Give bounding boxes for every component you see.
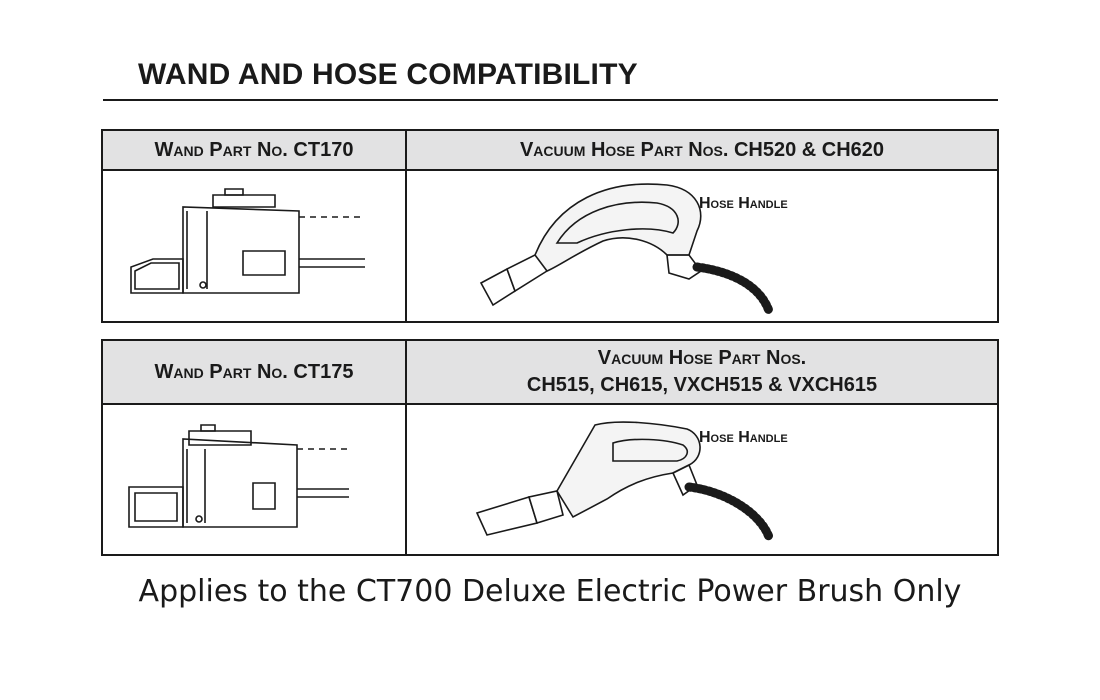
- table-illustration-row: Hose Handle: [101, 403, 999, 556]
- hose-illustration-cell: Hose Handle: [405, 403, 999, 556]
- wand-illustration-cell: [101, 403, 407, 556]
- hose-header-line-2: CH515, CH615, VXCH515 & VXCH615: [526, 374, 878, 396]
- table-illustration-row: Hose Handle: [101, 169, 999, 323]
- hose-handle-ch515-illustration: [475, 421, 774, 542]
- hose-handle-label: Hose Handle: [699, 429, 788, 446]
- table-header-row: Wand Part No. CT170 Vacuum Hose Part Nos…: [101, 129, 999, 171]
- wand-ct175-illustration: [128, 424, 349, 528]
- compatibility-table-1: Wand Part No. CT170 Vacuum Hose Part Nos…: [101, 129, 999, 323]
- hose-handle-ch520-illustration: [479, 183, 774, 316]
- wand-header: Wand Part No. CT175: [101, 339, 407, 405]
- footer-note: Applies to the CT700 Deluxe Electric Pow…: [138, 574, 962, 609]
- wand-illustration-cell: [101, 169, 407, 323]
- page-title: WAND AND HOSE COMPATIBILITY: [138, 58, 638, 91]
- title-underline: [103, 99, 998, 101]
- hose-header: Vacuum Hose Part Nos. CH520 & CH620: [405, 129, 999, 171]
- wand-header: Wand Part No. CT170: [101, 129, 407, 171]
- wand-ct170-illustration: [130, 188, 365, 294]
- table-header-row: Wand Part No. CT175 Vacuum Hose Part Nos…: [101, 339, 999, 405]
- hose-header-line-1: Vacuum Hose Part Nos.: [597, 347, 807, 369]
- hose-illustration-cell: Hose Handle: [405, 169, 999, 323]
- hose-handle-label: Hose Handle: [699, 195, 788, 212]
- hose-header: Vacuum Hose Part Nos. CH515, CH615, VXCH…: [405, 339, 999, 405]
- compatibility-table-2: Wand Part No. CT175 Vacuum Hose Part Nos…: [101, 339, 999, 556]
